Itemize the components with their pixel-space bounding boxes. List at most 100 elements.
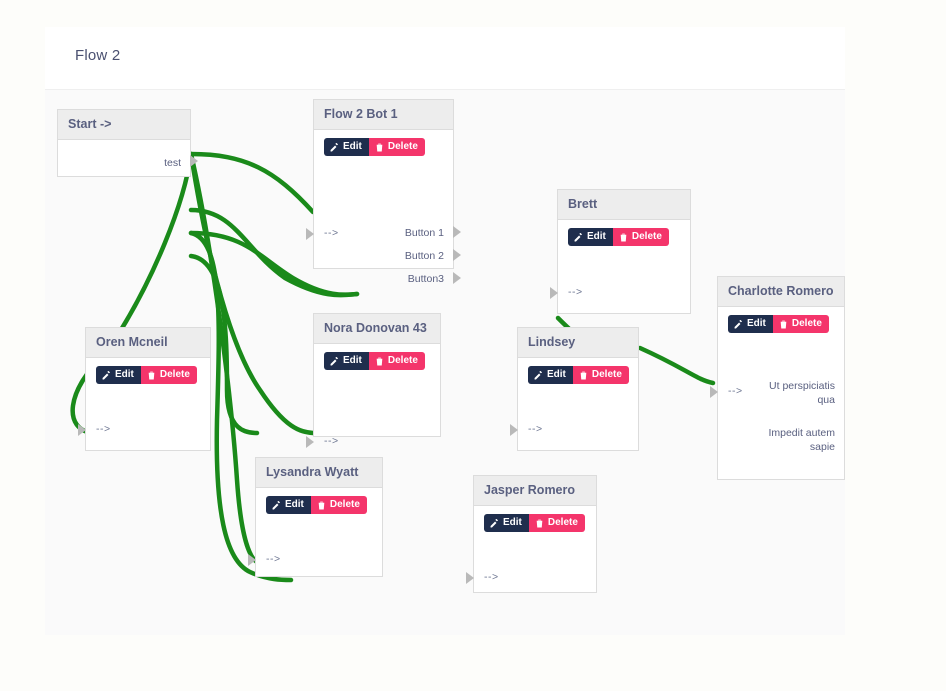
connector-in-jasper-romero[interactable]: [466, 572, 474, 584]
delete-button-label: Delete: [547, 517, 578, 528]
delete-button-label: Delete: [159, 369, 190, 380]
edit-button-label: Edit: [503, 517, 522, 528]
node-start[interactable]: Start -> test: [57, 109, 198, 177]
port-out-button-2[interactable]: Button 2: [404, 250, 444, 262]
node-lysandra-wyatt-actions: Edit Delete: [266, 496, 367, 514]
port-out-test[interactable]: test: [164, 157, 181, 169]
delete-button-label: Delete: [387, 141, 418, 152]
trash-icon: [317, 501, 326, 510]
connector-out-button-2[interactable]: [453, 249, 461, 261]
edit-icon: [534, 370, 543, 380]
trash-icon: [375, 143, 384, 152]
port-out-button-3[interactable]: Button3: [407, 273, 444, 285]
connector-in-oren-mcneil[interactable]: [78, 424, 86, 436]
node-charlotte-romero-actions: Edit Delete: [728, 315, 829, 333]
node-start-title: Start ->: [58, 110, 190, 140]
edge-start-to-flow2bot1: [188, 151, 316, 215]
port-in-lysandra-wyatt[interactable]: -->: [266, 553, 281, 565]
flow-canvas[interactable]: Start -> test Flow 2 Bot 1 Edit: [45, 90, 845, 635]
node-lindsey[interactable]: Lindsey Edit Delete: [510, 327, 639, 451]
delete-button-label: Delete: [591, 369, 622, 380]
delete-button[interactable]: Delete: [772, 315, 829, 333]
edit-button[interactable]: Edit: [528, 366, 573, 384]
trash-icon: [579, 371, 588, 380]
port-out-button-1[interactable]: Button 1: [404, 227, 444, 239]
page-title: Flow 2: [75, 47, 121, 64]
port-out-impedit-autem-sapie[interactable]: Impedit autem sapie: [768, 427, 835, 453]
edit-button-label: Edit: [547, 369, 566, 380]
delete-button[interactable]: Delete: [572, 366, 629, 384]
edit-button[interactable]: Edit: [728, 315, 773, 333]
edit-button[interactable]: Edit: [484, 514, 529, 532]
node-charlotte-romero[interactable]: Charlotte Romero Edit Delete: [710, 276, 845, 480]
connector-in-lindsey[interactable]: [510, 424, 518, 436]
port-out-ut-perspiciatis-qua[interactable]: Ut perspiciatis qua: [769, 380, 835, 406]
node-brett-title: Brett: [558, 190, 690, 220]
node-start-body: test: [58, 140, 198, 177]
node-charlotte-romero-body: Edit Delete --> Ut perspiciatis qua Impe…: [710, 307, 844, 480]
trash-icon: [147, 371, 156, 380]
delete-button[interactable]: Delete: [612, 228, 669, 246]
connector-in-flow2bot1[interactable]: [306, 228, 314, 240]
delete-button[interactable]: Delete: [310, 496, 367, 514]
connector-in-nora-donovan-43[interactable]: [306, 436, 314, 448]
node-lysandra-wyatt-title: Lysandra Wyatt: [256, 458, 382, 488]
node-lysandra-wyatt[interactable]: Lysandra Wyatt Edit Delete: [248, 457, 383, 577]
delete-button[interactable]: Delete: [528, 514, 585, 532]
node-flow2bot1-actions: Edit Delete: [324, 138, 425, 156]
port-in-charlotte-romero[interactable]: -->: [728, 385, 743, 397]
delete-button-label: Delete: [387, 355, 418, 366]
port-in-nora-donovan-43[interactable]: -->: [324, 435, 339, 447]
edit-button[interactable]: Edit: [324, 138, 369, 156]
edit-icon: [574, 232, 583, 242]
node-oren-mcneil-body: Edit Delete -->: [78, 358, 210, 451]
delete-button[interactable]: Delete: [368, 352, 425, 370]
node-oren-mcneil[interactable]: Oren Mcneil Edit Delete: [78, 327, 211, 451]
edit-button[interactable]: Edit: [324, 352, 369, 370]
port-in-oren-mcneil[interactable]: -->: [96, 423, 111, 435]
edit-icon: [330, 356, 339, 366]
node-flow2bot1-body: Edit Delete --> Button 1 Button 2 Button…: [306, 130, 461, 285]
edit-button-label: Edit: [343, 355, 362, 366]
node-jasper-romero[interactable]: Jasper Romero Edit Delete: [466, 475, 597, 593]
edit-button-label: Edit: [587, 231, 606, 242]
delete-button[interactable]: Delete: [140, 366, 197, 384]
trash-icon: [375, 357, 384, 366]
node-charlotte-romero-title: Charlotte Romero: [718, 277, 844, 307]
node-brett[interactable]: Brett Edit Delete: [550, 189, 691, 314]
node-flow2bot1[interactable]: Flow 2 Bot 1 Edit Delete: [306, 99, 461, 285]
connector-in-lysandra-wyatt[interactable]: [248, 554, 256, 566]
edit-button-label: Edit: [285, 499, 304, 510]
delete-button[interactable]: Delete: [368, 138, 425, 156]
node-oren-mcneil-actions: Edit Delete: [96, 366, 197, 384]
node-nora-donovan-43[interactable]: Nora Donovan 43 Edit Delete: [306, 313, 441, 448]
node-oren-mcneil-title: Oren Mcneil: [86, 328, 210, 358]
edit-button-label: Edit: [343, 141, 362, 152]
node-flow2bot1-title: Flow 2 Bot 1: [314, 100, 453, 130]
edit-button[interactable]: Edit: [96, 366, 141, 384]
connector-out-start[interactable]: [190, 155, 198, 167]
node-lindsey-body: Edit Delete -->: [510, 358, 638, 451]
port-in-jasper-romero[interactable]: -->: [484, 571, 499, 583]
delete-button-label: Delete: [329, 499, 360, 510]
node-brett-body: Edit Delete -->: [550, 220, 690, 314]
connector-out-button-3[interactable]: [453, 272, 461, 284]
port-in-lindsey[interactable]: -->: [528, 423, 543, 435]
node-brett-actions: Edit Delete: [568, 228, 669, 246]
connector-in-charlotte-romero[interactable]: [710, 386, 718, 398]
port-in-flow2bot1[interactable]: -->: [324, 227, 339, 239]
connector-out-button-1[interactable]: [453, 226, 461, 238]
edit-button[interactable]: Edit: [568, 228, 613, 246]
trash-icon: [535, 519, 544, 528]
node-jasper-romero-actions: Edit Delete: [484, 514, 585, 532]
node-nora-donovan-43-body: Edit Delete -->: [306, 344, 440, 448]
trash-icon: [619, 233, 628, 242]
edit-button-label: Edit: [747, 318, 766, 329]
port-in-brett[interactable]: -->: [568, 286, 583, 298]
node-jasper-romero-body: Edit Delete -->: [466, 506, 596, 593]
edit-button[interactable]: Edit: [266, 496, 311, 514]
flow-header-card: Flow 2: [45, 27, 845, 90]
node-nora-donovan-43-title: Nora Donovan 43: [314, 314, 440, 344]
connector-in-brett[interactable]: [550, 287, 558, 299]
